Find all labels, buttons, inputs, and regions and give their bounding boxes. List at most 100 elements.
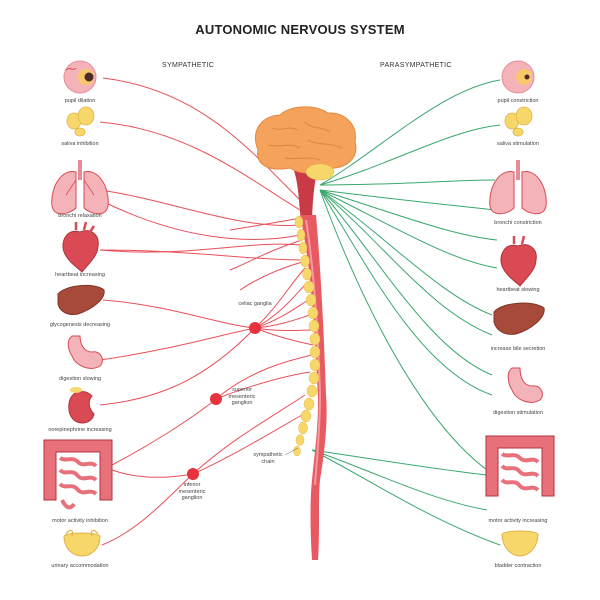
label-motor-activity-increasing: motor activity increasing — [488, 518, 548, 524]
vertebra — [303, 280, 315, 294]
nerve-heart-slowing-2 — [319, 189, 498, 269]
spine — [300, 215, 327, 560]
spinal-cord — [292, 165, 327, 560]
vertebra — [298, 241, 308, 255]
nerve-intestine — [111, 398, 217, 466]
vertebra — [303, 397, 315, 411]
spine-highlight — [305, 219, 322, 486]
nerve-saliva-stimulation — [319, 124, 501, 186]
vertebra — [296, 228, 306, 242]
nerve-pupil-dilation — [102, 77, 301, 201]
inferior-mesenteric-ganglion — [187, 468, 199, 480]
stomach-icon-left — [67, 335, 103, 369]
vertebra — [309, 332, 321, 346]
parasympathetic-label: PARASYMPATHETIC — [380, 62, 452, 69]
superior-to-chain-2 — [215, 371, 311, 400]
heart-icon-right — [500, 235, 537, 287]
vertebra — [305, 293, 317, 307]
vertebra — [302, 267, 312, 281]
chain-upper-3 — [239, 261, 303, 291]
label-norepinephrine-increasing: norepinephrine increasing — [48, 427, 112, 433]
celiac-to-chain-1 — [254, 267, 306, 329]
chain-upper-2 — [229, 239, 303, 271]
label-glycogenesis-decreasing: glycogenesis decreasing — [49, 322, 111, 328]
nerve-bladder — [101, 473, 194, 546]
eye-icon-right — [501, 60, 535, 94]
eye-icon-left — [63, 60, 97, 94]
lungs-icon-right — [489, 160, 547, 215]
vertebra — [308, 371, 320, 385]
nerve-intestine-2 — [111, 469, 194, 478]
bladder-icon-right — [501, 530, 539, 557]
page-title: AUTONOMIC NERVOUS SYSTEM — [195, 22, 405, 37]
nerve-liver-1 — [319, 189, 493, 316]
liver-icon-right — [493, 302, 545, 335]
inferior-to-chain — [192, 394, 306, 475]
label-saliva-inhibition: saliva inhibition — [61, 141, 99, 147]
nerve-stomach — [99, 327, 256, 361]
superior-mesenteric-ganglion — [210, 393, 222, 405]
stomach-icon-right — [507, 367, 543, 403]
label-celiac-ganglia: celiac ganglia — [238, 301, 272, 307]
vertebra — [293, 445, 301, 457]
ganglia — [187, 322, 261, 480]
nerve-bronchi-2 — [99, 199, 301, 240]
inferior-to-chain-2 — [192, 414, 303, 475]
nerve-heart — [99, 243, 301, 253]
vertebra — [306, 384, 318, 398]
vertebra — [309, 345, 321, 359]
nerve-bronchi-constriction-1 — [319, 179, 496, 186]
nerve-pupil-constriction — [319, 79, 501, 186]
nerve-liver — [102, 299, 256, 329]
nerve-bronchi-relaxation — [99, 189, 301, 227]
nerve-kidney — [99, 327, 256, 406]
celiac-to-chain-3 — [254, 299, 309, 329]
vertebra — [300, 409, 312, 423]
label-urinary-accommodation: urinary accommodation — [51, 563, 109, 569]
nerve-intestine-p — [319, 189, 488, 471]
kidney-icon-left — [68, 387, 95, 424]
superior-to-chain — [215, 354, 313, 400]
lungs-icon-left — [51, 160, 109, 215]
nerve-heart-2 — [99, 249, 301, 261]
vertebra — [295, 434, 305, 446]
chain-pointer — [284, 447, 299, 456]
celiac-to-chain-4 — [254, 314, 311, 329]
label-heartbeat-slowing: heartbeat slowing — [496, 287, 540, 293]
label-saliva-stimulation: saliva stimulation — [497, 141, 539, 147]
label-pupil-constriction: pupil constriction — [497, 98, 539, 104]
sympathetic-label: SYMPATHETIC — [162, 62, 215, 69]
vertebra — [307, 306, 319, 320]
intestine-icon-right — [485, 435, 555, 497]
vertebra — [308, 319, 320, 333]
vertebra — [294, 215, 304, 229]
nerve-stomach-1 — [319, 189, 493, 376]
vertebra — [300, 254, 310, 268]
label-heartbeat-increasing: heartbeat increasing — [55, 272, 105, 278]
celiac-to-chain-2 — [254, 284, 306, 329]
vertebra — [309, 358, 321, 372]
chain-upper-1 — [229, 217, 301, 231]
label-inferior-mesenteric-ganglion: inferior mesenteric ganglion — [178, 482, 206, 501]
salivary-gland-icon-right — [504, 106, 533, 137]
nerve-liver-2 — [319, 189, 493, 336]
nerve-stomach-2 — [319, 189, 493, 396]
celiac-ganglion — [249, 322, 261, 334]
label-digestion-slowing: digestion slowing — [59, 376, 101, 382]
celiac-to-chain-5 — [254, 327, 313, 331]
label-bronchi-relaxation: bronchi relaxation — [58, 213, 102, 219]
label-increase-bile-secretion: increase bile secretion — [490, 346, 546, 352]
bladder-icon-left — [63, 529, 101, 557]
label-bronchi-constriction: bronchi constriction — [494, 220, 542, 226]
nerve-sacral-1 — [311, 449, 488, 476]
nerve-heart-slowing-1 — [319, 189, 498, 241]
intestine-icon-left — [43, 439, 113, 510]
brainstem — [292, 165, 318, 225]
label-bladder-contraction: bladder contraction — [494, 563, 542, 569]
parasympathetic-nerves — [311, 79, 501, 546]
vertebra — [298, 421, 308, 435]
celiac-to-chain-6 — [254, 327, 314, 346]
nerve-bronchi-constriction-2 — [319, 189, 496, 211]
label-superior-mesenteric-ganglion: superior mesenteric ganglion — [228, 387, 256, 406]
